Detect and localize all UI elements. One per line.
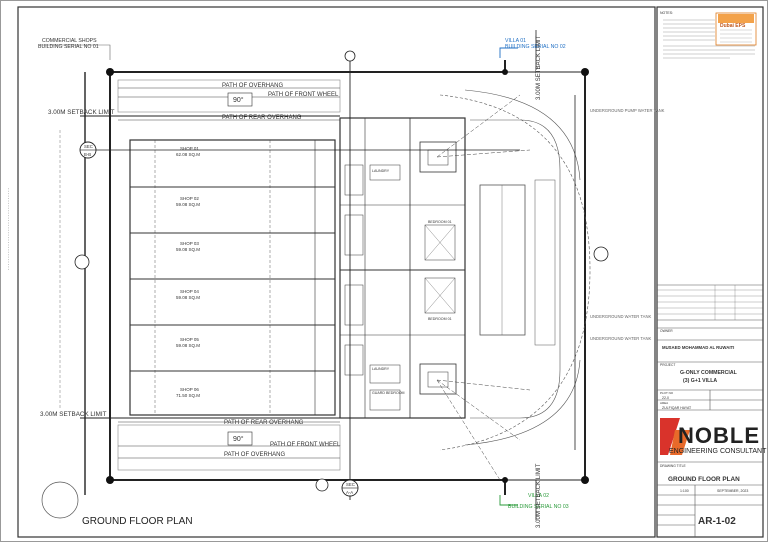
label-villa-02: VILLA 02 [528,493,549,499]
villas-block [339,117,466,419]
section-marker-aa [341,479,359,497]
shop-name: SHOP 04 [180,289,199,294]
firm-subtitle: ENGINEERING CONSULTANT [669,448,767,455]
vehicle-path-top [117,79,341,121]
shop-area: 59.08 SQ.M [176,295,200,300]
label-path-rear-overhang-top: PATH OF REAR OVERHANG [222,115,302,121]
firm-name: NOBLE [678,423,760,448]
label-angle-top: 90° [233,96,244,104]
label-path-rear-overhang-bottom: PATH OF REAR OVERHANG [224,420,304,426]
plot-label: PLOT NO [660,391,674,395]
date-value: SEPTEMBER, 2023 [717,489,748,493]
label-commercial-shops: COMMERCIAL SHOPS [42,38,97,44]
shop-name: SHOP 03 [180,241,199,246]
shop-area: 59.08 SQ.M [176,247,200,252]
corner-markers [106,68,589,484]
title-block-frame [656,6,764,538]
shop-name: SHOP 05 [180,337,199,342]
label-villa-01: VILLA 01 [505,38,526,44]
label-setback-bottom: 3.00M SETBACK LIMIT [40,411,107,418]
shop-area: 59.08 SQ.M [176,202,200,207]
label-setback-right-top: 3.00M SETBACK LIMIT [535,35,542,100]
label-setback-right-bottom: 3.00M SETBACK LIMIT [535,463,542,528]
shop-name: SHOP 06 [180,387,199,392]
area-value: ZULFIQAR HAYAT [662,406,692,410]
notes-lines [663,19,755,59]
project-label: PROJECT [660,363,675,367]
stamp-text: Dubai EPS [720,23,746,29]
area-label: AREA [660,401,668,405]
project-line1: G-ONLY COMMERCIAL [680,370,738,376]
plot-value: 22-0 [662,396,669,400]
label-path-overhang-top: PATH OF OVERHANG [222,83,283,89]
label-angle-bottom: 90° [233,435,244,443]
shop-labels: SHOP 01 62.08 SQ.M SHOP 02 59.08 SQ.M SH… [176,146,200,398]
vehicle-path-bottom [117,421,341,471]
label-underground-water-1: UNDERGROUND WATER TANK [590,314,651,319]
label-guard-bedroom: GUARD BEDROOM [372,391,405,395]
radial-lines [436,94,531,481]
label-sec-top-1: SEC [84,144,93,149]
shop-area: 62.08 SQ.M [176,152,200,157]
title-block-lines [657,284,763,537]
shops-leader [40,44,111,60]
project-line2: (3) G+1 VILLA [683,378,717,384]
notes-heading: NOTES: [660,11,673,15]
section-marker-bb [79,141,97,159]
driveway-curves [439,89,591,451]
north-arrow [41,481,79,519]
margin-note: - - - - - - - - - - - - - - - - - - - - … [5,187,10,270]
label-building-serial-02: BUILDING SERIAL NO 02 [505,44,566,50]
plan-frame [17,6,656,538]
owner-label: OWNER [660,329,673,333]
label-underground-pump: UNDERGROUND PUMP WATER TANK [590,108,665,113]
label-sec-bottom-2: A-A [346,490,353,495]
label-bedroom-1: BEDROOM 01 [428,220,452,224]
drawing-title-label: DRAWING TITLE [660,464,686,468]
label-bedroom-2: BEDROOM 01 [428,317,452,321]
scale-value: 1:100 [680,489,689,493]
approval-stamp [715,12,757,46]
villa01-leader [499,47,518,58]
label-path-front-wheel-top: PATH OF FRONT WHEEL [268,92,339,98]
owner-name: MUSAED MOHAMMAD AL RUWAITI [662,345,734,350]
label-setback-top: 3.00M SETBACK LIMIT [48,109,115,116]
villa02-leader [499,495,518,506]
shop-name: SHOP 01 [180,146,199,151]
label-sec-top-2: B-B [84,152,91,157]
shop-area: 71.50 SQ.M [176,393,200,398]
label-sec-bottom-1: SEC [346,482,355,487]
drawing-title: GROUND FLOOR PLAN [668,476,740,483]
plan-title: GROUND FLOOR PLAN [82,516,193,527]
label-path-overhang-bottom: PATH OF OVERHANG [224,452,285,458]
label-path-front-wheel-bottom: PATH OF FRONT WHEEL [270,442,341,448]
shops-block [129,139,336,416]
drawing-number: AR-1-02 [698,516,736,527]
label-building-serial-01: BUILDING SERIAL NO 01 [38,44,99,50]
shop-area: 59.08 SQ.M [176,343,200,348]
label-laundry-1: LAUNDRY [372,169,390,173]
firm-logo [660,418,690,455]
grid-bubbles [74,50,609,492]
shop-name: SHOP 02 [180,196,199,201]
label-underground-water-2: UNDERGROUND WATER TANK [590,336,651,341]
label-building-serial-03: BUILDING SERIAL NO 03 [508,504,569,510]
label-laundry-2: LAUNDRY [372,367,390,371]
